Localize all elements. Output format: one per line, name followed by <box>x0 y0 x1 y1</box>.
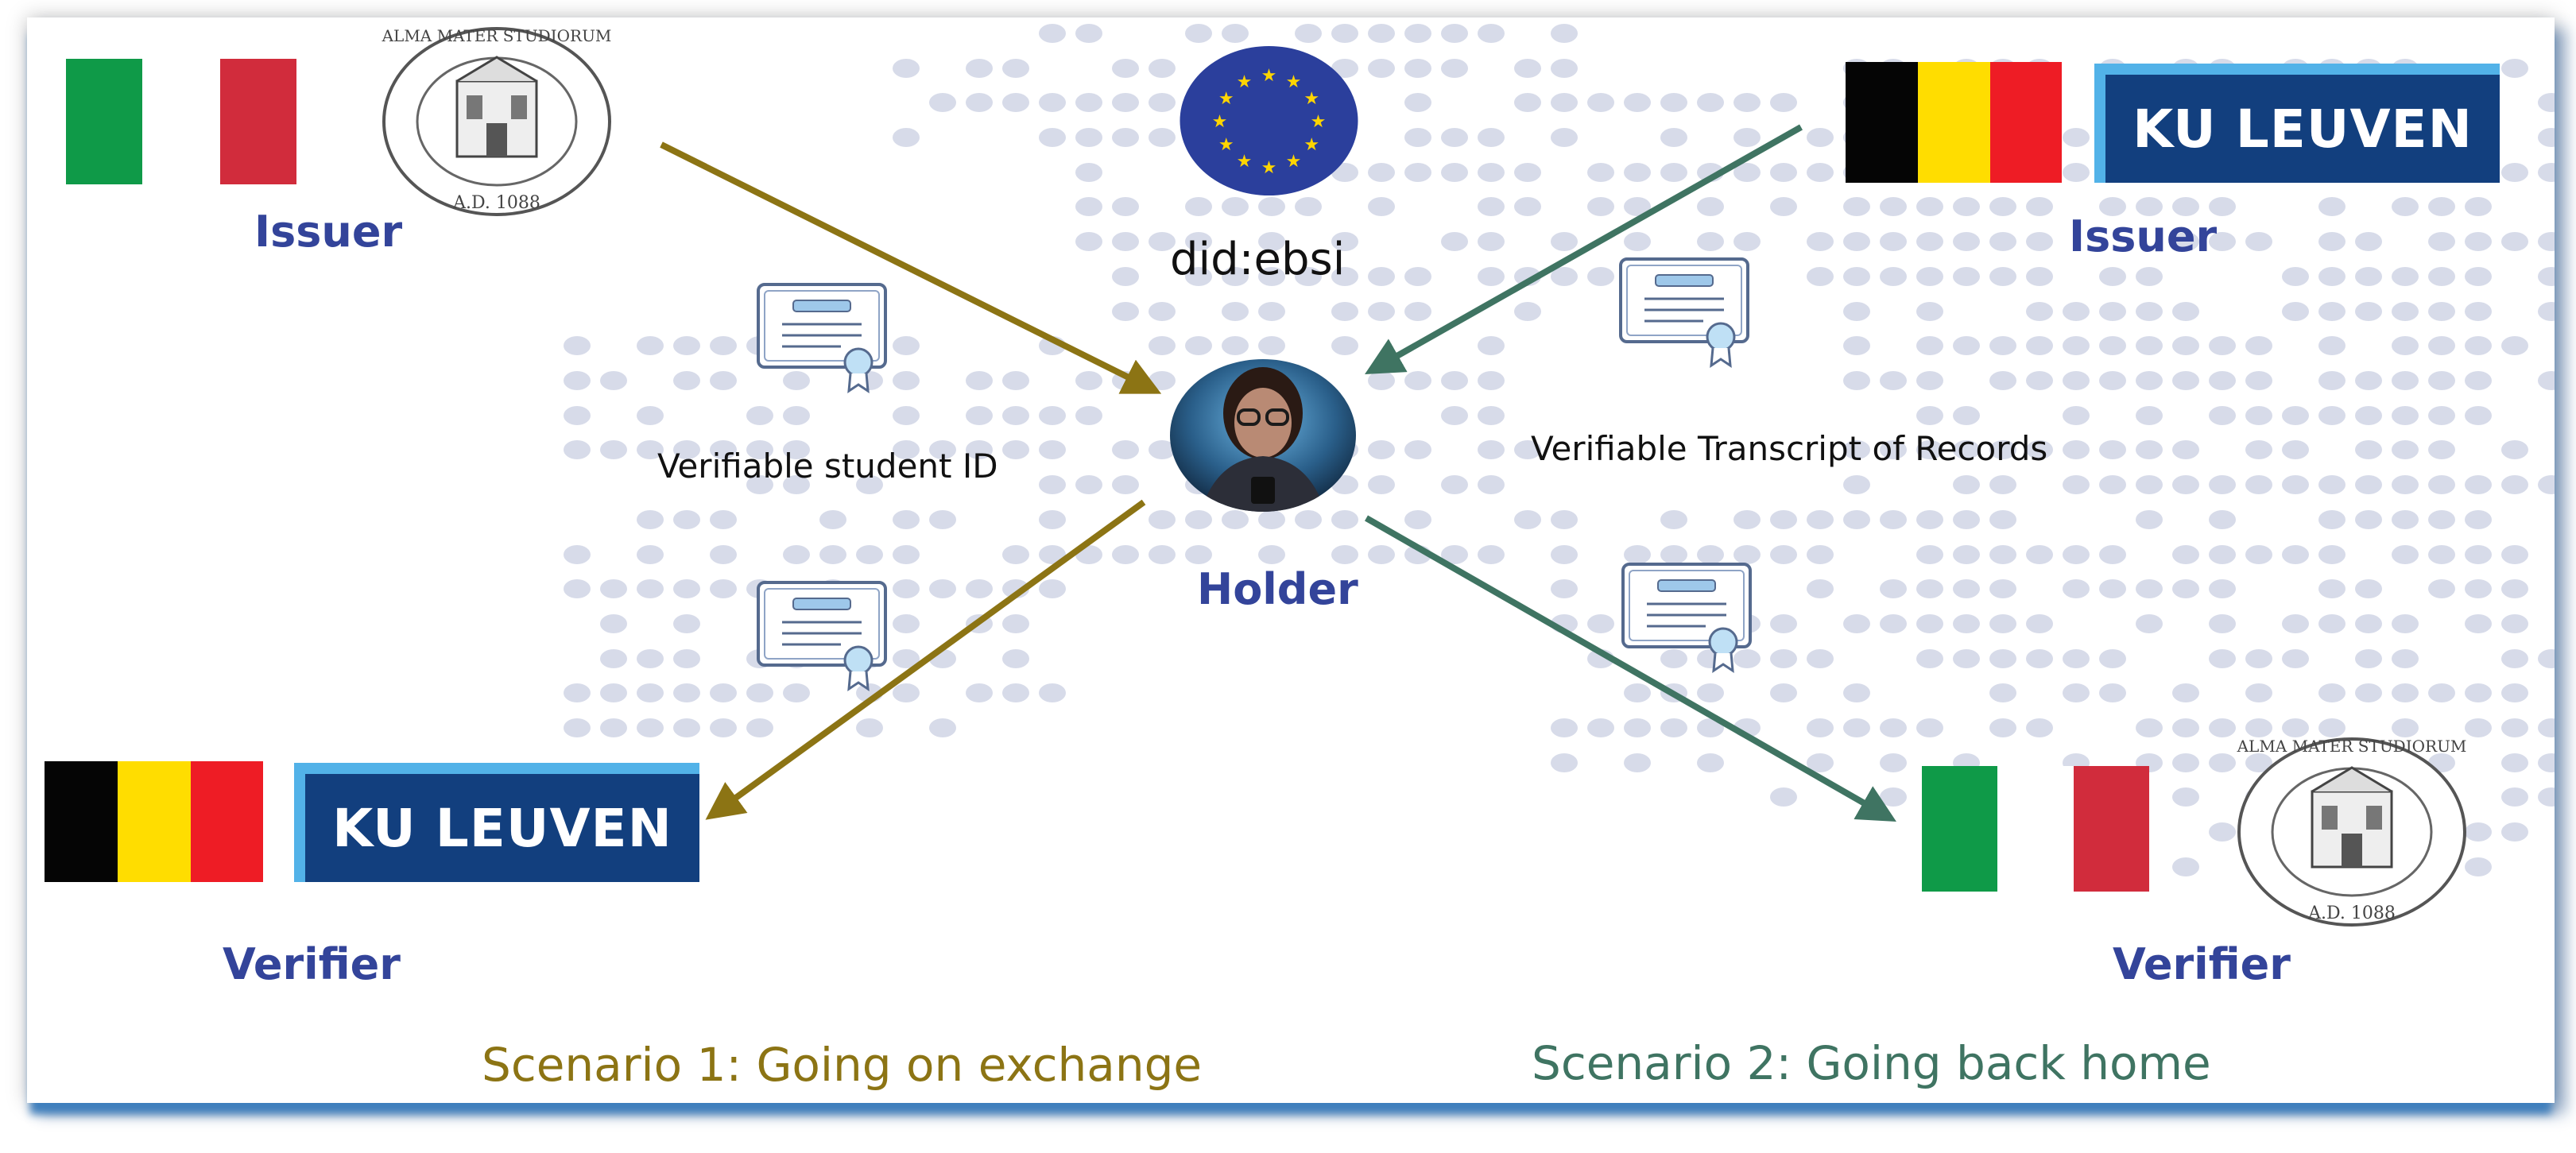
eu-star-icon: ★ <box>1261 158 1277 178</box>
verifier-right-label: Verifier <box>2113 939 2291 989</box>
seal-text-top: ALMA MATER STUDIORUM <box>382 26 612 45</box>
university-of-bologna-seal-icon: ALMA MATER STUDIORUM A.D. 1088 <box>2237 737 2467 927</box>
did-ebsi-label: did:ebsi <box>1170 234 1346 285</box>
certificate-icon <box>757 581 887 691</box>
seal-text-top: ALMA MATER STUDIORUM <box>2237 737 2467 756</box>
scenario-2-caption: Scenario 2: Going back home <box>1532 1036 2211 1090</box>
eu-star-icon: ★ <box>1218 135 1234 155</box>
eu-star-icon: ★ <box>1237 152 1253 172</box>
eu-star-icon: ★ <box>1311 112 1327 132</box>
eu-star-icon: ★ <box>1237 72 1253 92</box>
issuer-right-label: Issuer <box>2069 211 2218 261</box>
credential-1-label: Verifiable student ID <box>657 447 998 486</box>
arrow-issuer-right-to-holder <box>1365 124 1803 374</box>
verifier-left-label: Verifier <box>223 939 401 989</box>
ku-leuven-logo: KU LEUVEN <box>2094 64 2500 183</box>
certificate-icon <box>757 283 887 393</box>
italy-flag-icon <box>1922 766 2149 892</box>
credential-2-label: Verifiable Transcript of Records <box>1531 429 2048 468</box>
eu-star-icon: ★ <box>1261 66 1277 86</box>
eu-star-icon: ★ <box>1286 72 1302 92</box>
italy-flag-icon <box>66 59 296 184</box>
seal-text-bottom: A.D. 1088 <box>2307 903 2396 923</box>
university-of-bologna-seal-icon: ALMA MATER STUDIORUM A.D. 1088 <box>382 26 612 216</box>
eu-star-icon: ★ <box>1303 135 1319 155</box>
certificate-icon <box>1621 563 1752 673</box>
ku-leuven-logo: KU LEUVEN <box>294 763 699 882</box>
seal-text-bottom: A.D. 1088 <box>452 193 540 213</box>
eu-star-icon: ★ <box>1303 89 1319 109</box>
eu-star-icon: ★ <box>1218 89 1234 109</box>
issuer-left-label: Issuer <box>254 207 403 257</box>
certificate-icon <box>1619 257 1749 368</box>
holder-avatar <box>1170 359 1356 512</box>
flow-arrows <box>660 124 1896 822</box>
belgium-flag-icon <box>45 761 263 882</box>
arrow-holder-to-verifier-right <box>1365 515 1896 822</box>
scenario-1-caption: Scenario 1: Going on exchange <box>482 1038 1203 1092</box>
arrow-issuer-left-to-holder <box>660 141 1162 394</box>
belgium-flag-icon <box>1846 62 2062 183</box>
arrow-holder-to-verifier-left <box>705 499 1146 820</box>
eu-star-icon: ★ <box>1286 152 1302 172</box>
eu-flag-icon: ★★★★★★★★★★★★ <box>1180 46 1358 195</box>
holder-label: Holder <box>1197 564 1358 614</box>
diagram-frame: ALMA MATER STUDIORUM A.D. 1088 Issuer KU… <box>27 17 2555 1103</box>
eu-star-icon: ★ <box>1212 112 1228 132</box>
